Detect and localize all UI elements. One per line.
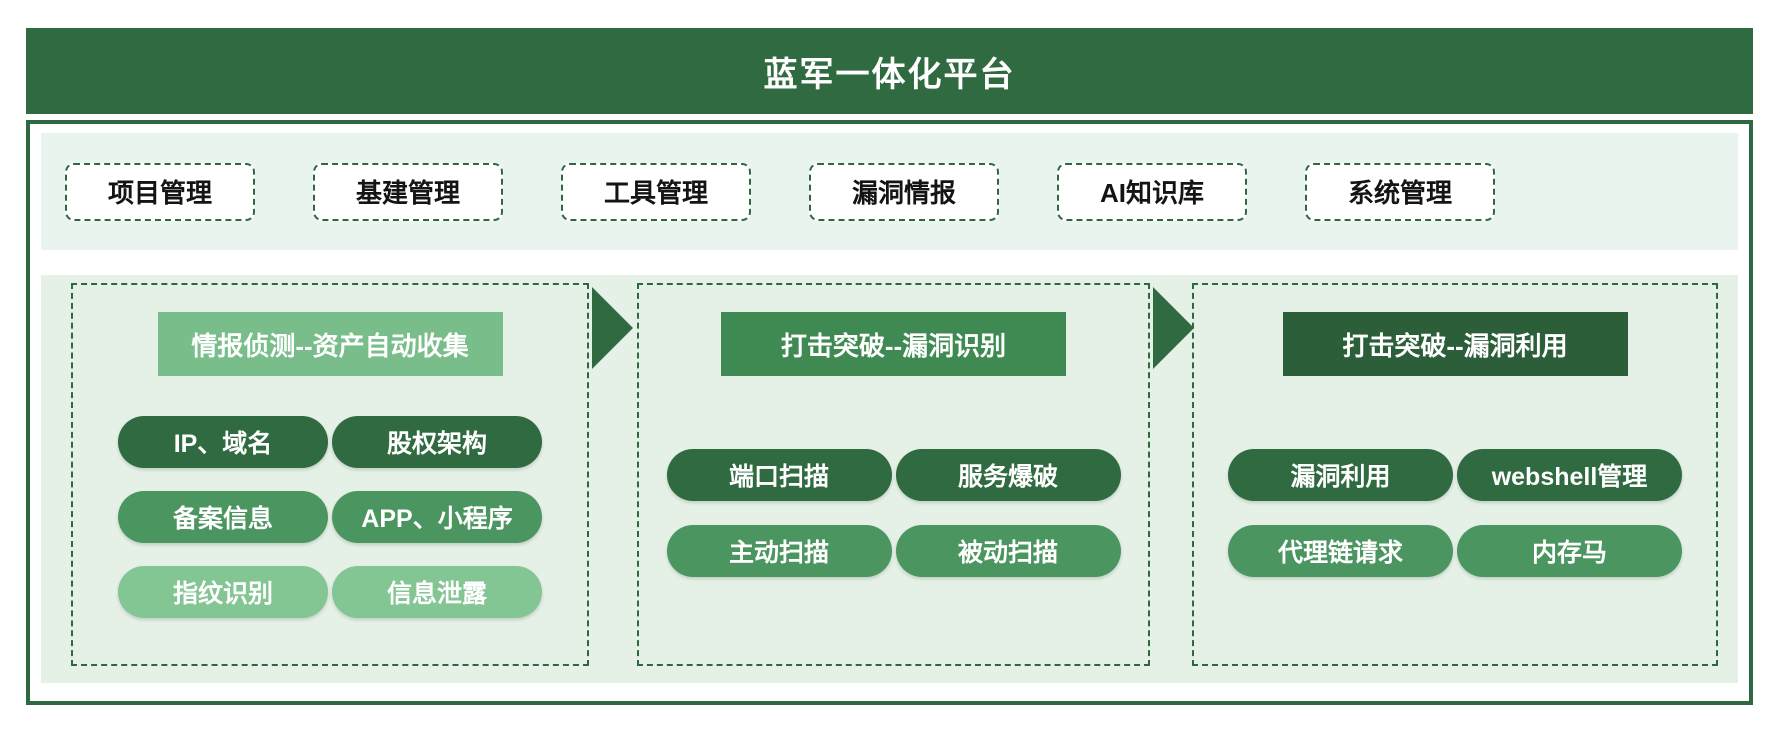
pill-grid: IP、域名 股权架构 备案信息 APP、小程序 指纹识别 信 xyxy=(73,416,587,618)
pill-vuln-exploit: 漏洞利用 xyxy=(1228,449,1453,501)
pill-label: 端口扫描 xyxy=(728,463,829,491)
nav-item-label: 工具管理 xyxy=(603,178,708,208)
pill-label: 股权架构 xyxy=(386,430,487,458)
nav-item-label: 基建管理 xyxy=(355,178,460,208)
pill-proxy-chain-request: 代理链请求 xyxy=(1228,525,1453,577)
stage-header: 打击突破--漏洞识别 xyxy=(721,312,1066,376)
pill-app-miniprogram: APP、小程序 xyxy=(332,491,542,543)
pill-label: 信息泄露 xyxy=(386,580,487,608)
main-frame: 项目管理 基建管理 工具管理 漏洞情报 AI知识库 系统管理 情报侦测--资产自… xyxy=(26,120,1753,705)
pill-service-bruteforce: 服务爆破 xyxy=(895,449,1121,501)
pill-label: IP、域名 xyxy=(173,430,273,458)
pill-icp-record-info: 备案信息 xyxy=(118,491,328,543)
pill-ip-domain: IP、域名 xyxy=(118,416,328,468)
stage-header-label: 情报侦测--资产自动收集 xyxy=(191,330,469,361)
pill-label: APP、小程序 xyxy=(361,505,513,533)
pill-label: 漏洞利用 xyxy=(1290,463,1391,491)
pill-label: 服务爆破 xyxy=(957,463,1058,491)
pill-label: 内存马 xyxy=(1531,539,1607,567)
stage-header-label: 打击突破--漏洞利用 xyxy=(1342,330,1568,361)
stage-panel-vuln-exploitation: 打击突破--漏洞利用 漏洞利用 webshell管理 代理链请求 内存马 xyxy=(1192,283,1718,666)
pill-label: 指纹识别 xyxy=(172,580,273,608)
nav-item-ai-knowledge-base[interactable]: AI知识库 xyxy=(1057,162,1247,221)
nav-item-label: 系统管理 xyxy=(1347,178,1452,208)
pill-label: 主动扫描 xyxy=(728,539,829,567)
page-title: 蓝军一体化平台 xyxy=(763,55,1016,94)
nav-item-label: 漏洞情报 xyxy=(851,178,956,208)
nav-item-label: 项目管理 xyxy=(107,178,212,208)
stage-header: 打击突破--漏洞利用 xyxy=(1282,312,1628,376)
nav-strip: 项目管理 基建管理 工具管理 漏洞情报 AI知识库 系统管理 xyxy=(41,133,1738,250)
pill-active-scan: 主动扫描 xyxy=(666,525,892,577)
header-bar: 蓝军一体化平台 xyxy=(26,28,1753,114)
nav-item-label: AI知识库 xyxy=(1099,178,1204,208)
nav-item-system-management[interactable]: 系统管理 xyxy=(1305,162,1495,221)
pill-fingerprint-recognition: 指纹识别 xyxy=(118,566,328,618)
pill-label: 代理链请求 xyxy=(1277,539,1403,567)
pill-memory-shell: 内存马 xyxy=(1457,525,1682,577)
stage-panel-recon-asset-collection: 情报侦测--资产自动收集 IP、域名 股权架构 备案信息 APP、小程序 xyxy=(71,283,589,666)
pill-label: 备案信息 xyxy=(172,505,273,533)
pill-label: 被动扫描 xyxy=(957,539,1058,567)
pill-information-leak: 信息泄露 xyxy=(332,566,542,618)
arrow-right-icon xyxy=(1153,287,1194,369)
pill-grid: 端口扫描 服务爆破 主动扫描 被动扫描 xyxy=(639,449,1148,577)
stage-header: 情报侦测--资产自动收集 xyxy=(157,312,503,376)
nav-item-project-management[interactable]: 项目管理 xyxy=(65,162,255,221)
stage-panel-vuln-identification: 打击突破--漏洞识别 端口扫描 服务爆破 主动扫描 被动扫描 xyxy=(637,283,1150,666)
arrow-right-icon xyxy=(592,287,633,369)
pill-grid: 漏洞利用 webshell管理 代理链请求 内存马 xyxy=(1194,449,1716,577)
nav-item-tool-management[interactable]: 工具管理 xyxy=(561,162,751,221)
pill-port-scan: 端口扫描 xyxy=(666,449,892,501)
pill-passive-scan: 被动扫描 xyxy=(895,525,1121,577)
pill-label: webshell管理 xyxy=(1491,463,1648,491)
pill-webshell-management: webshell管理 xyxy=(1457,449,1682,501)
flow-strip: 情报侦测--资产自动收集 IP、域名 股权架构 备案信息 APP、小程序 xyxy=(41,275,1738,683)
nav-item-vuln-intelligence[interactable]: 漏洞情报 xyxy=(809,162,999,221)
stage-header-label: 打击突破--漏洞识别 xyxy=(780,330,1007,361)
nav-item-infrastructure-management[interactable]: 基建管理 xyxy=(313,162,503,221)
pill-equity-structure: 股权架构 xyxy=(332,416,542,468)
